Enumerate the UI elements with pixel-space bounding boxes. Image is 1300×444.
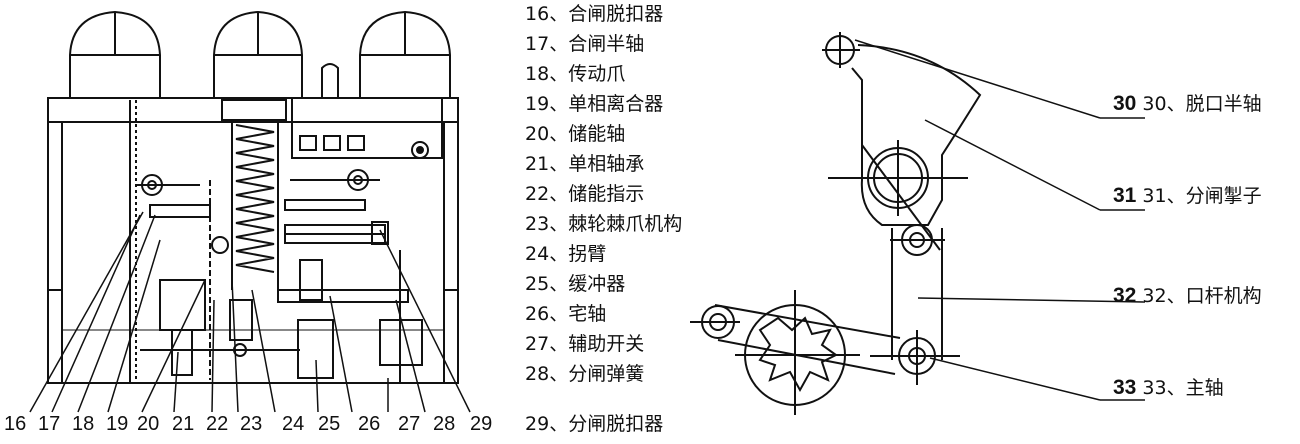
callout-ref: 32	[1113, 284, 1137, 307]
legend-sep: 、	[549, 273, 569, 295]
legend-sep: 、	[549, 123, 569, 145]
legend-num: 25	[525, 273, 550, 295]
part-number: 24	[282, 413, 305, 435]
legend-item-19: 19、单相离合器	[525, 92, 663, 116]
callout-text: 33、主轴	[1142, 377, 1224, 399]
legend-sep: 、	[549, 63, 569, 85]
callout-33: 33 33、主轴	[1113, 376, 1224, 400]
part-number: 23	[240, 413, 263, 435]
legend-num: 18	[525, 63, 550, 85]
part-number: 18	[72, 413, 95, 435]
part-number: 25	[318, 413, 341, 435]
legend-label: 单相轴承	[568, 153, 645, 175]
part-number: 17	[38, 413, 61, 435]
legend-item-26: 26、宅轴	[525, 302, 606, 326]
closing-spring	[235, 124, 275, 273]
legend-label: 分闸弹簧	[568, 363, 645, 385]
part-number: 19	[106, 413, 129, 435]
legend-sep: 、	[549, 93, 569, 115]
linkage-diagram	[690, 32, 982, 415]
connecting-link	[714, 304, 901, 375]
legend-num: 24	[525, 243, 550, 265]
part-number: 21	[172, 413, 195, 435]
breaker-front-view	[47, 10, 459, 384]
legend-item-17: 17、合闸半轴	[525, 32, 644, 56]
legend-sep: 、	[549, 153, 569, 175]
legend-sep: 、	[549, 333, 569, 355]
legend-item-16: 16、合闸脱扣器	[525, 2, 663, 26]
part-number: 20	[137, 413, 160, 435]
legend-num: 26	[525, 303, 550, 325]
legend-label: 合闸脱扣器	[568, 3, 664, 25]
legend-label: 分闸脱扣器	[568, 413, 664, 435]
callout-ref: 33	[1113, 376, 1137, 399]
legend-num: 21	[525, 153, 550, 175]
legend-label: 缓冲器	[568, 273, 626, 295]
callout-31: 31 31、分闸掣子	[1113, 184, 1262, 208]
legend-num: 16	[525, 3, 550, 25]
legend-item-24: 24、拐臂	[525, 242, 606, 266]
legend-sep: 、	[549, 363, 569, 385]
callout-text: 31、分闸掣子	[1142, 185, 1262, 207]
legend-sep: 、	[549, 33, 569, 55]
legend-label: 传动爪	[568, 63, 626, 85]
legend-item-20: 20、储能轴	[525, 122, 625, 146]
leader-lines	[29, 211, 471, 413]
part-number: 29	[470, 413, 493, 435]
legend-item-23: 23、棘轮棘爪机构	[525, 212, 682, 236]
legend-sep: 、	[549, 3, 569, 25]
callout-text: 32、口杆机构	[1142, 285, 1262, 307]
callout-text: 30、脱口半轴	[1142, 93, 1262, 115]
legend-num: 27	[525, 333, 550, 355]
legend-label: 合闸半轴	[568, 33, 645, 55]
legend-label: 储能轴	[568, 123, 626, 145]
legend-label: 单相离合器	[568, 93, 664, 115]
legend-sep: 、	[549, 303, 569, 325]
legend-item-29: 29、分闸脱扣器	[525, 412, 663, 436]
legend-sep: 、	[549, 413, 569, 435]
legend-label: 宅轴	[568, 303, 607, 325]
legend-item-27: 27、辅助开关	[525, 332, 644, 356]
legend-item-21: 21、单相轴承	[525, 152, 644, 176]
legend-num: 20	[525, 123, 550, 145]
callout-32: 32 32、口杆机构	[1113, 284, 1262, 308]
legend-label: 棘轮棘爪机构	[568, 213, 683, 235]
legend-num: 29	[525, 413, 550, 435]
callout-ref: 30	[1113, 92, 1137, 115]
legend-num: 22	[525, 183, 550, 205]
legend-label: 辅助开关	[568, 333, 645, 355]
legend-num: 19	[525, 93, 550, 115]
legend-num: 28	[525, 363, 550, 385]
part-number: 26	[358, 413, 381, 435]
legend-label: 拐臂	[568, 243, 607, 265]
legend-sep: 、	[549, 183, 569, 205]
part-number: 22	[206, 413, 229, 435]
right-leaders	[854, 39, 1146, 401]
part-number: 16	[4, 413, 27, 435]
legend-item-22: 22、储能指示	[525, 182, 644, 206]
legend-num: 23	[525, 213, 550, 235]
trip-pawl	[851, 44, 982, 226]
legend-item-25: 25、缓冲器	[525, 272, 625, 296]
part-number: 28	[433, 413, 456, 435]
part-number: 27	[398, 413, 421, 435]
legend-item-28: 28、分闸弹簧	[525, 362, 644, 386]
callout-ref: 31	[1113, 184, 1137, 207]
legend-sep: 、	[549, 213, 569, 235]
legend-item-18: 18、传动爪	[525, 62, 625, 86]
legend-label: 储能指示	[568, 183, 645, 205]
indicator-knob	[411, 141, 429, 159]
callout-30: 30 30、脱口半轴	[1113, 92, 1262, 116]
legend-sep: 、	[549, 243, 569, 265]
legend-num: 17	[525, 33, 550, 55]
